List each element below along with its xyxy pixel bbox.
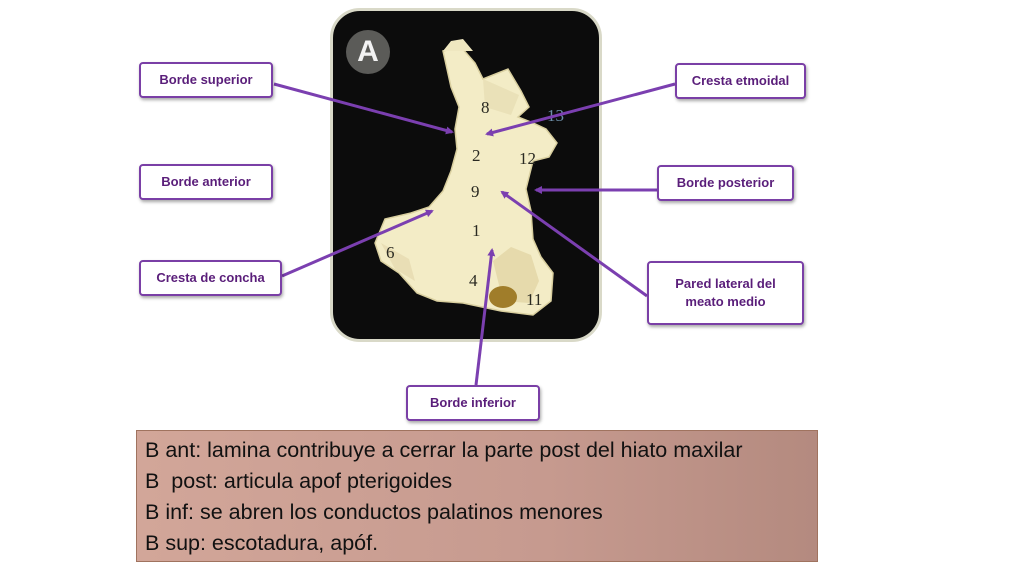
bone-number-4: 4: [469, 271, 478, 290]
bone-number-9: 9: [471, 182, 480, 201]
label-pared-lateral-line2: meato medio: [685, 294, 766, 309]
label-cresta-de-concha-text: Cresta de concha: [156, 270, 265, 286]
label-borde-anterior-text: Borde anterior: [161, 174, 251, 190]
label-pared-lateral-meato-medio: Pared lateral del meato medio: [647, 261, 804, 325]
note-line-superior: B sup: escotadura, apóf.: [145, 531, 379, 555]
bone-number-13: 13: [547, 106, 564, 125]
label-borde-posterior-text: Borde posterior: [676, 175, 775, 191]
bone-number-6: 6: [386, 243, 395, 262]
note-line-anterior: B ant: lamina contribuye a cerrar la par…: [145, 438, 743, 462]
label-cresta-etmoidal-text: Cresta etmoidal: [691, 73, 790, 89]
figure-letter-badge: A: [346, 30, 390, 74]
notes-box: B ant: lamina contribuye a cerrar la par…: [136, 430, 818, 562]
label-borde-inferior-text: Borde inferior: [430, 395, 516, 411]
label-borde-posterior: Borde posterior: [657, 165, 794, 201]
bone-number-8: 8: [481, 98, 490, 117]
label-cresta-etmoidal: Cresta etmoidal: [675, 63, 806, 99]
label-cresta-de-concha: Cresta de concha: [139, 260, 282, 296]
note-line-posterior: B post: articula apof pterigoides: [145, 469, 453, 493]
label-borde-superior-text: Borde superior: [159, 72, 253, 88]
label-borde-inferior: Borde inferior: [406, 385, 540, 421]
label-pared-lateral-line1: Pared lateral del: [675, 276, 776, 292]
label-borde-superior: Borde superior: [139, 62, 273, 98]
bone-number-12: 12: [519, 149, 536, 168]
label-borde-anterior: Borde anterior: [139, 164, 273, 200]
note-line-inferior: B inf: se abren los conductos palatinos …: [145, 500, 603, 524]
bone-number-11: 11: [526, 290, 543, 309]
bone-number-2: 2: [472, 146, 481, 165]
bone-number-1: 1: [472, 221, 481, 240]
bone-photo: A 8 13 2 12 9 1 6 4 11: [330, 8, 602, 342]
